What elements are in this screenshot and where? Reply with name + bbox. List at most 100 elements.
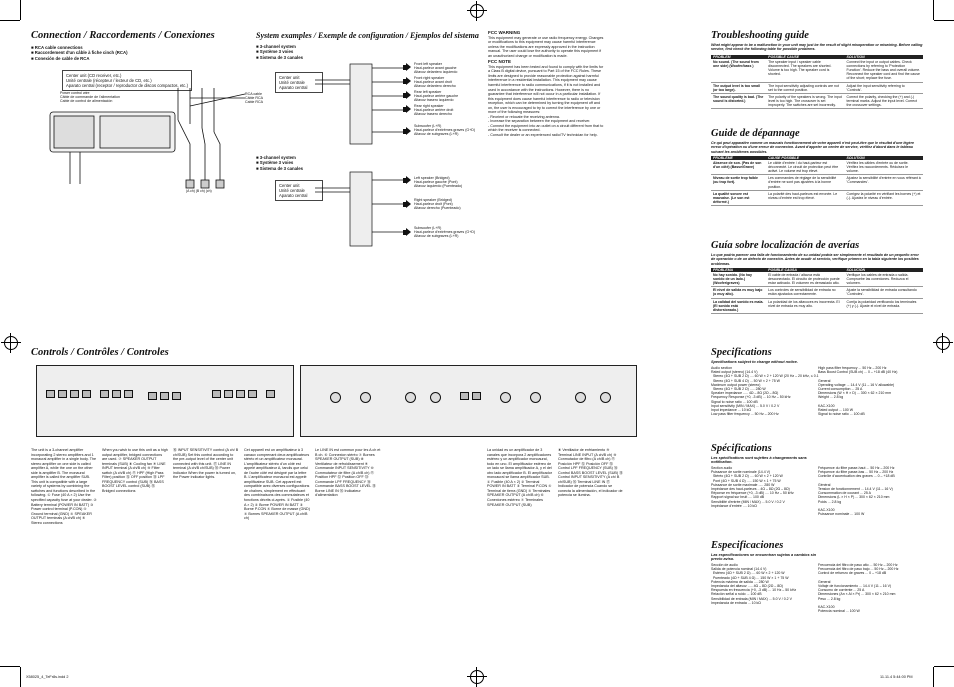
fcc-measure: - Reorient or relocate the receiving ant… [488,114,560,119]
table-row: The sound quality is bad. (The sound is … [711,93,923,110]
terminal [82,390,91,398]
table-row: The output level is too small (or too la… [711,82,923,94]
specs-left-es: Sección de audio Salida de potencia nomi… [711,563,797,605]
fcc-title: FCC WARNING [488,31,521,35]
sensitivity-knob [530,392,541,403]
fcc-measure: - Increase the separation between the eq… [488,119,591,124]
system-diagram-2 [315,171,403,247]
speaker-label-subwoofer-2: Subwoofer (L+R)Haut-parleur d'extrêmes g… [414,226,476,239]
amplifier-panel-b [300,365,637,437]
terminal [248,390,257,398]
controls-col-6: La unidad es un amplificador de 3 canale… [487,448,552,507]
fcc-paragraph-1: This equipment may generate or use radio… [488,35,604,58]
guia-es-table: PROBLEMA POSIBLE CAUSA SOLUCIÓN No hay s… [711,268,923,314]
terminal [46,390,55,398]
rca-input-labels: (A ch) (B ch) (ch) [186,189,212,193]
footer-timestamp: 11.11.4 5:44:00 PM [880,675,913,679]
terminal [212,390,221,398]
specs-title-en: Specifications [711,347,772,358]
power-control-callout: Power control wire Câble de commande de … [60,91,121,104]
bass-boost-knob [575,392,586,403]
specs-subtitle-fr: Les spécifications sont sujettes à chang… [711,456,807,465]
table-row: No sound. (The sound from one side) (Woo… [711,59,923,83]
sensitivity-knob [500,392,511,403]
connection-diagram [49,88,246,189]
system-diagram-1 [315,63,403,145]
terminal [224,390,233,398]
troubleshooting-title: Troubleshooting guide [711,30,809,41]
table-row: Niveau de sortie trop faible (ou trop fo… [711,174,923,191]
guia-es-intro: Lo que podría parecer una falla de funci… [711,253,919,265]
rca-input [460,392,469,400]
controls-col-1: The unit is a 3-channel amplifier incorp… [31,448,97,525]
speaker-icon [403,105,411,114]
speaker-icon [403,91,411,100]
troubleshooting-table: PROBLEM POSSIBLE CAUSE SOLUTION No sound… [711,55,923,110]
specs-title-es: Especificaciones [711,540,784,551]
system-title: System examples / Exemple de configurati… [256,31,479,40]
table-row: No hay sonido. (No hay sonido de un lado… [711,272,923,288]
guide-fr-table: PROBLÈME CAUSE POSSIBLE SOLUTION Absence… [711,156,923,206]
rca-cable-label: RCA cable Câble RCA Cable RCA [245,92,263,105]
rca-input [472,392,481,400]
speaker-label-subwoofer: Subwoofer (L+R)Haut-parleur d'extrêmes g… [414,124,476,137]
controls-col-3: ⑯ INPUT SENSITIVITY control (A ch/ B ch/… [173,448,239,480]
controls-col-4: Cet appareil est un amplificateur à 3 ca… [244,448,310,521]
specs-left-fr: Section audio Puissance de sortie nomina… [711,466,794,508]
controls-col-5: Le LINE IN est commun pour les A ch et B… [315,448,381,498]
specs-left-en: Audio section Rated output (stereo) (14.… [711,366,819,417]
fcc-section: FCC WARNING This equipment may generate … [488,31,606,181]
center-unit-box-2: Center unit Unité centrale Aparato centr… [275,180,323,201]
table-row: Absence de son. (Pas de son d'un côté) (… [711,160,923,176]
connection-title: Connection / Raccordements / Conexiones [31,30,215,41]
terminal [124,390,133,398]
center-unit-box-1: Center unit Unité centrale Aparato centr… [275,72,323,93]
speaker-label-right-bridged: Right speaker (Bridged)Haut-parleur droi… [414,198,461,211]
controls-title: Controls / Contrôles / Controles [31,347,169,358]
controls-col-7: ⑧ Ventilador de enfriamiento ⑨ Terminal … [558,448,623,498]
terminal [160,392,169,400]
terminal [172,392,181,400]
terminal [100,390,109,398]
sensitivity-knob [330,392,341,403]
speaker-icon [403,63,411,72]
system-bullets-2: ■ 3-channel system ■ Système 3 voies ■ S… [256,155,304,171]
speaker-icon [403,77,411,86]
sensitivity-knob [360,392,371,403]
specs-right-es: Frecuencia del filtro de paso alto ... 5… [818,563,899,614]
speaker-icon [403,176,411,185]
terminal [236,390,245,398]
speaker-icon [403,127,411,136]
terminal [70,390,79,398]
amplifier-panel-a [36,365,294,437]
troubleshooting-intro: What might appear to be a malfunction in… [711,43,923,52]
fcc-measure: - Consult the dealer or an experienced r… [488,133,598,138]
table-row: La calidad del sonido es mala. (El sonid… [711,298,923,314]
center-unit-callout: Center unit (CD receiver, etc.) Unité ce… [62,70,192,91]
table-row: El nivel de salida es muy bajo (o muy al… [711,286,923,299]
fcc-note-title: FCC NOTE [488,59,511,65]
terminal [58,390,67,398]
fcc-measure: - Connect the equipment into an outlet o… [488,123,604,133]
connection-bullets: ■ RCA cable connections ■ Raccordement d… [31,45,128,61]
fcc-paragraph-2: This equipment has been tested and found… [488,64,604,115]
speaker-icon [403,200,411,209]
specs-subtitle-en: Specifications subject to change without… [711,360,798,364]
system-bullets-1: ■ 3-channel system ■ Système 3 voies ■ S… [256,44,304,60]
guide-fr-intro: Ce qui peut apparaître comme un mauvais … [711,141,915,153]
terminal [266,390,275,398]
terminal [148,392,157,400]
specs-title-fr: Spécifications [711,443,772,454]
frequency-knob [430,392,441,403]
specs-right-fr: Fréquence du filtre passe-haut ... 50 Hz… [818,466,895,517]
guide-fr-title: Guide de dépannage [711,128,800,139]
lpf-knob [600,392,611,403]
speaker-icon [403,228,411,237]
table-row: La qualité sonore est mauvaise. (Le son … [711,190,923,206]
guia-es-title: Guía sobre localización de averías [711,240,860,251]
speaker-label-left-bridged: Left speaker (Bridged)Haut-parleur gauch… [414,176,463,189]
